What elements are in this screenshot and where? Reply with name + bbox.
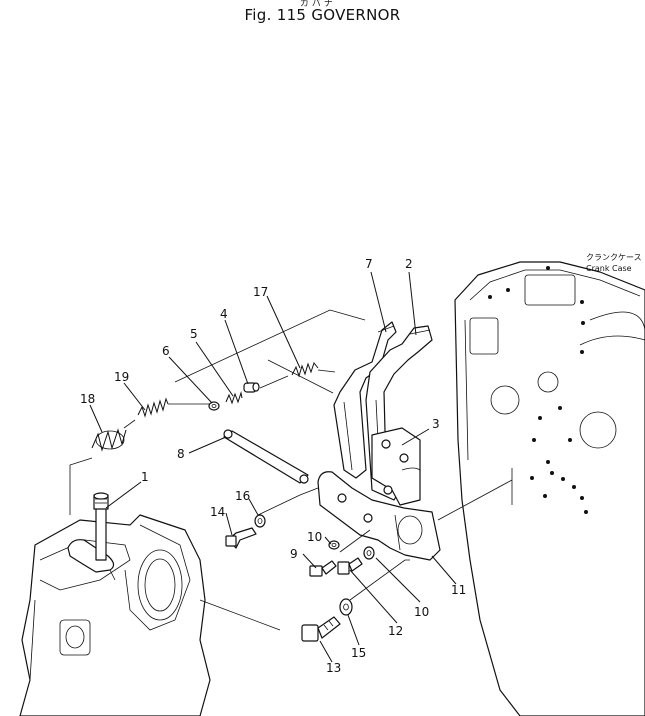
shaft-part-1 xyxy=(67,492,115,573)
nut-part-6 xyxy=(208,401,220,411)
spring-part-5 xyxy=(225,391,243,405)
spring-part-17 xyxy=(291,361,319,378)
spring-part-18 xyxy=(91,428,127,452)
callout-17: 17 xyxy=(253,285,268,299)
callout-14: 14 xyxy=(210,505,225,519)
crankcase-label-jp: クランクケース xyxy=(586,253,642,262)
collar-part-4 xyxy=(243,382,260,393)
callout-2: 2 xyxy=(405,257,413,271)
callout-19: 19 xyxy=(114,370,129,384)
callout-4: 4 xyxy=(220,307,228,321)
callout-16: 16 xyxy=(235,489,250,503)
washer-part-10b xyxy=(363,546,375,560)
bolt-part-9 xyxy=(309,560,337,577)
callout-13: 13 xyxy=(326,661,341,675)
crank-case xyxy=(454,261,645,716)
washer-part-15 xyxy=(339,598,353,616)
nut-part-10a xyxy=(328,540,340,550)
callout-10a: 10 xyxy=(307,530,322,544)
callout-7: 7 xyxy=(365,257,373,271)
assembly-guide-lines xyxy=(69,309,513,631)
callout-8: 8 xyxy=(177,447,185,461)
callout-11: 11 xyxy=(451,583,466,597)
figure-title: ガ バ ナ Fig. 115 GOVERNOR xyxy=(0,0,645,24)
callout-18: 18 xyxy=(80,392,95,406)
callout-6: 6 xyxy=(162,344,170,358)
bracket-part-3 xyxy=(371,427,421,506)
callout-15: 15 xyxy=(351,646,366,660)
bolt-part-14 xyxy=(225,527,257,549)
figure-title-text: Fig. 115 GOVERNOR xyxy=(244,6,401,24)
callout-9: 9 xyxy=(290,547,298,561)
bolt-part-13 xyxy=(301,616,341,642)
leader-lines xyxy=(89,271,457,663)
callout-3: 3 xyxy=(432,417,440,431)
callout-12: 12 xyxy=(388,624,403,638)
crankcase-label-en: Crank Case xyxy=(586,264,632,273)
callout-10b: 10 xyxy=(414,605,429,619)
title-furigana: ガ バ ナ xyxy=(300,0,333,9)
rod-part-8 xyxy=(223,429,309,484)
spring-part-19 xyxy=(137,397,169,418)
governor-housing xyxy=(19,514,211,716)
bolt-part-12 xyxy=(337,557,363,575)
washer-part-16 xyxy=(254,514,266,528)
callout-5: 5 xyxy=(190,327,198,341)
callout-1: 1 xyxy=(141,470,149,484)
arm-part-11 xyxy=(317,471,441,561)
